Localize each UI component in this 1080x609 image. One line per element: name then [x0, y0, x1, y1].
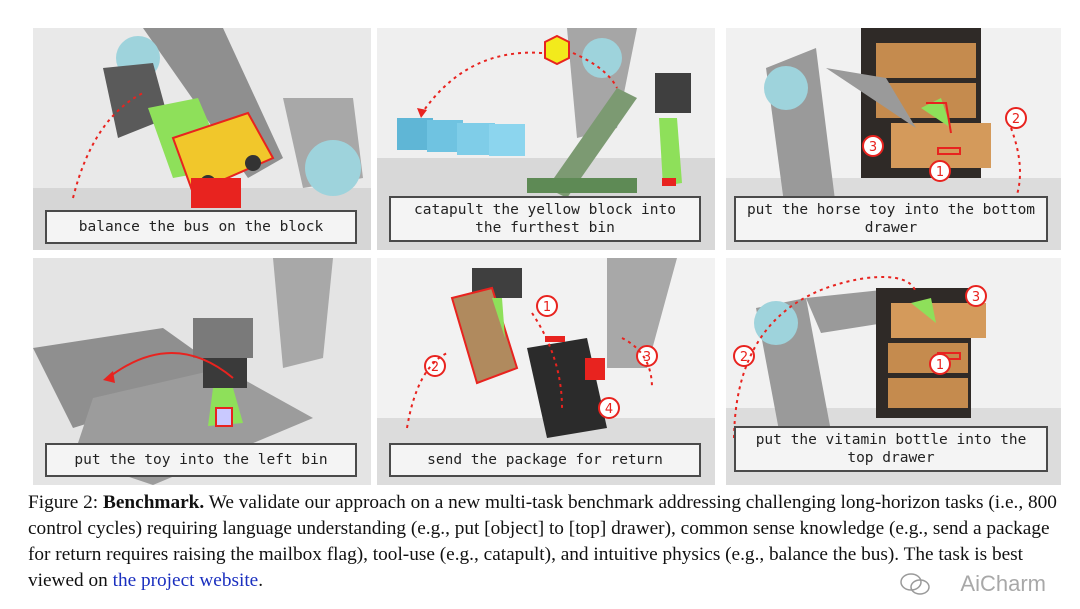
panel-caption: balance the bus on the block [45, 210, 357, 244]
watermark-text: AiCharm [960, 571, 1046, 596]
benchmark-figure-grid: balance the bus on the block catapult th… [33, 28, 1061, 485]
project-website-link[interactable]: the project website [112, 570, 259, 591]
step-marker: 1 [936, 165, 944, 180]
panel-left-bin: put the toy into the left bin [33, 258, 371, 485]
figure-label: Figure 2: [28, 492, 99, 513]
step-marker: 2 [740, 350, 748, 365]
figure-caption: Figure 2: Benchmark. We validate our app… [28, 490, 1073, 594]
panel-caption: catapult the yellow block into the furth… [389, 196, 701, 242]
panel-caption: send the package for return [389, 443, 701, 477]
figure-caption-end: . [258, 570, 264, 591]
step-marker: 3 [869, 140, 877, 155]
panel-caption: put the vitamin bottle into the top draw… [734, 426, 1048, 472]
step-marker: 2 [1012, 112, 1020, 127]
step-marker: 3 [643, 350, 651, 365]
panel-vitamin-drawer: 3 2 1 put the vitamin bottle into the to… [726, 258, 1061, 485]
step-marker: 1 [543, 300, 551, 315]
step-marker: 2 [431, 360, 439, 375]
panel-horse-drawer: 2 3 1 put the horse toy into the bottom … [726, 28, 1061, 250]
panel-package-return: 1 2 3 4 send the package for return [377, 258, 715, 485]
panel-caption: put the horse toy into the bottom drawer [734, 196, 1048, 242]
step-marker: 3 [972, 290, 980, 305]
step-marker: 4 [605, 402, 613, 417]
step-marker: 1 [936, 358, 944, 373]
panel-caption: put the toy into the left bin [45, 443, 357, 477]
panel-balance-bus: balance the bus on the block [33, 28, 371, 250]
panel-catapult: catapult the yellow block into the furth… [377, 28, 715, 250]
wechat-icon [900, 573, 930, 595]
figure-caption-text: We validate our approach on a new multi-… [28, 492, 1057, 591]
figure-bold-title: Benchmark. [103, 492, 205, 513]
